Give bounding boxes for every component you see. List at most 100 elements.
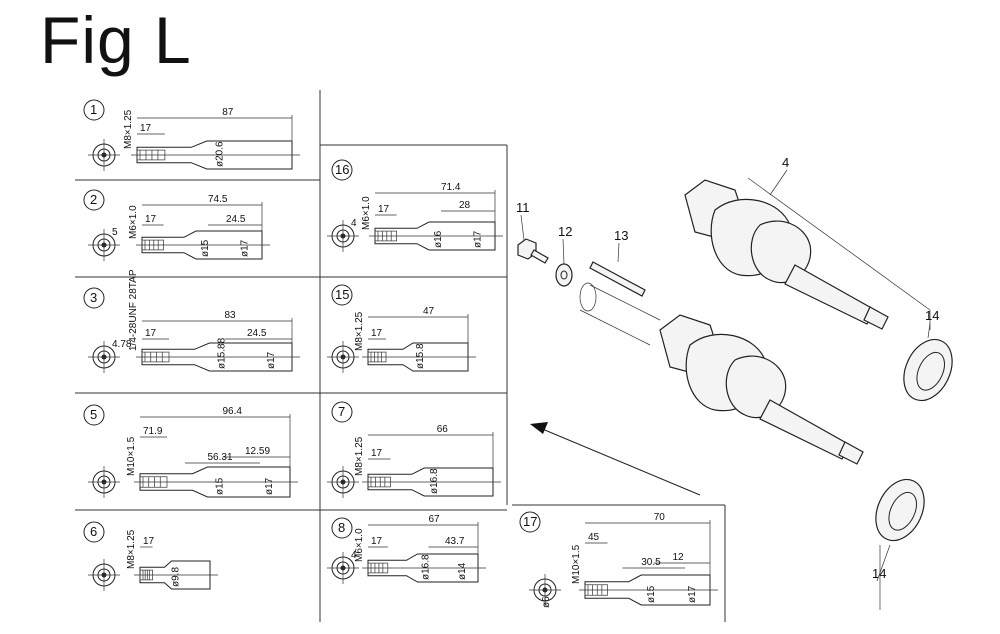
panel-number: 15 (335, 287, 349, 302)
thread-label: M6×1.0 (128, 205, 139, 239)
diameter-label: ø17 (687, 585, 698, 603)
panel-number-circle (331, 159, 353, 181)
diameter-label: ø17 (266, 351, 277, 369)
dimension-label: 70 (654, 512, 666, 523)
thread-label: M8×1.25 (354, 436, 365, 476)
callout-number: 13 (614, 228, 628, 243)
line (562, 238, 565, 265)
dimension-label: 28 (459, 200, 471, 211)
key-13 (589, 261, 646, 297)
thread-label: M10×1.5 (126, 436, 137, 476)
diameter-label: ø16.8 (421, 554, 432, 580)
callout-bolt: 11 (516, 200, 530, 241)
thread-label: 1/4-28UNF 28TAP (128, 269, 139, 351)
dimension-label: 47 (423, 306, 435, 317)
dimension-label: 43.7 (445, 536, 465, 547)
line (927, 322, 931, 339)
panel-number: 16 (335, 162, 349, 177)
callout-number: 11 (516, 200, 530, 215)
thread-label: M8×1.25 (123, 109, 134, 149)
panel-number-circle (331, 401, 353, 423)
thread-label: M6×1.0 (354, 528, 365, 562)
panel-number: 17 (523, 514, 537, 529)
panel-number: 2 (90, 192, 97, 207)
dimension-label: 67 (429, 514, 441, 525)
dimension-label: 17 (145, 214, 157, 225)
dimension-label: 24.5 (247, 328, 267, 339)
diameter-label: ø15.88 (217, 337, 228, 369)
crank-output-shaft (784, 264, 876, 325)
crank-shaft-tip (863, 306, 889, 330)
dimension-label: 17 (145, 328, 157, 339)
panel-frames (75, 90, 726, 622)
panel-number: 1 (90, 102, 97, 117)
line (769, 169, 788, 196)
washer-12 (555, 263, 573, 287)
washer-hole (560, 270, 568, 280)
dimension-label: 17 (371, 448, 383, 459)
callout-crank: 4 (769, 155, 789, 196)
washer-ring (555, 263, 573, 287)
dimension-label: 96.4 (223, 406, 243, 417)
dimension-label: 17 (378, 204, 390, 215)
dimension-label: 24.5 (226, 214, 246, 225)
diameter-label: ø15 (215, 477, 226, 495)
panel-number-circle (83, 99, 105, 121)
panel-number-circle (83, 189, 105, 211)
panel-number-circle (331, 284, 353, 306)
callout-number: 12 (558, 224, 572, 239)
dimension-label: 71.9 (143, 426, 163, 437)
callout-washer: 12 (558, 224, 572, 265)
dimension-label: 45 (588, 532, 600, 543)
dimension-label: 12 (673, 552, 685, 563)
shaft-profile (584, 574, 711, 606)
bolt-11 (517, 238, 549, 264)
bearing-inner (888, 491, 917, 531)
diameter-label: ø17 (240, 239, 251, 257)
side-dimension-label: 4 (351, 218, 357, 229)
bearing-inner (916, 351, 945, 391)
shaft-profile (367, 553, 479, 583)
callout-bearing-bottom: 14 (872, 544, 891, 582)
panel-number-circle (331, 517, 353, 539)
dimension-label: 74.5 (208, 194, 228, 205)
diameter-label: ø17 (473, 230, 484, 248)
shaft-profile (367, 467, 494, 497)
panel-number: 7 (338, 404, 345, 419)
dimension-label: 12.59 (245, 446, 270, 457)
line (876, 544, 891, 582)
panel-number: 6 (90, 524, 97, 539)
callout-key: 13 (614, 228, 628, 263)
crankshaft-upper (684, 179, 889, 330)
panel-number-circle (83, 521, 105, 543)
diameter-label: ø15.8 (415, 343, 426, 369)
panel-number-circle (83, 287, 105, 309)
panel-number: 8 (338, 520, 345, 535)
diameter-label: ø15 (200, 239, 211, 257)
dimension-label: 17 (143, 536, 155, 547)
crank-output-shaft (759, 399, 851, 460)
dimension-label: 17 (371, 328, 383, 339)
diameter-label: ø15 (646, 585, 657, 603)
crank-shaft-tip (838, 441, 864, 465)
diameter-label: ø14 (457, 562, 468, 580)
diameter-label: ø16.8 (429, 468, 440, 494)
line (520, 214, 525, 241)
thread-label: M6×1.0 (361, 196, 372, 230)
shaft-profile (367, 342, 469, 372)
shaft-profile (141, 342, 293, 372)
diameter-label: ø20.6 (214, 141, 225, 167)
bearing-outer (903, 338, 953, 402)
bolt-stem (530, 249, 549, 264)
crankshaft-lower (659, 314, 864, 465)
arrow-head (530, 422, 548, 434)
